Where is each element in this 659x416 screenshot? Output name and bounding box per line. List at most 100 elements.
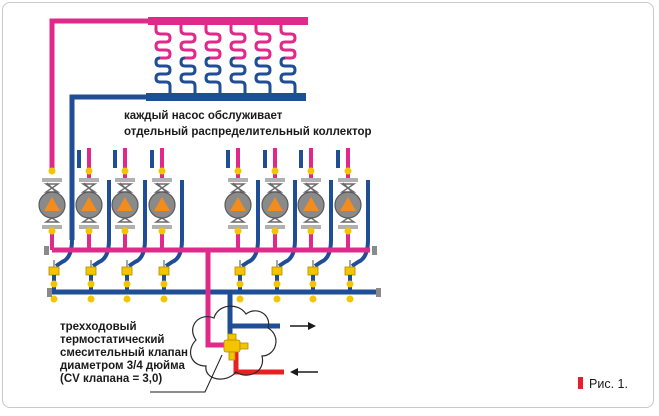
fitting: [309, 280, 317, 288]
fitting: [271, 227, 279, 235]
pump-stations: [38, 148, 370, 303]
pump-flange-top: [338, 178, 358, 182]
pump-flange-top: [152, 178, 172, 182]
return-cap-right: [376, 288, 381, 297]
return-loop: [179, 56, 197, 93]
balancing-valve: [307, 266, 319, 276]
pump-flange-top: [79, 178, 99, 182]
fitting: [307, 167, 315, 175]
valve-handle: [119, 182, 131, 194]
pump-impeller-icon: [267, 197, 283, 211]
valve-handle: [342, 182, 354, 194]
pump-flange-bottom: [152, 225, 172, 229]
fitting: [48, 227, 56, 235]
pump-note-line2: отдельный распределительный коллектор: [124, 126, 372, 138]
fitting: [271, 167, 279, 175]
fitting: [309, 295, 317, 303]
valve-note-line1: трехходовый: [60, 321, 137, 333]
branch-return-line: [54, 180, 74, 268]
balancing-valve: [271, 266, 283, 276]
pump-station: [75, 148, 111, 303]
pump-flange-bottom: [42, 225, 62, 229]
pump-station: [148, 148, 184, 303]
supply-cap-right: [372, 246, 377, 255]
pump-impeller-icon: [340, 197, 356, 211]
branch-return-line: [313, 180, 333, 268]
balancing-valve: [85, 266, 97, 276]
fitting: [121, 167, 129, 175]
manifold-supply-line: [49, 18, 148, 170]
valve-note-line5: (CV клапана = 3,0): [60, 373, 162, 385]
supply-loop: [154, 25, 172, 60]
pump-flange-bottom: [338, 225, 358, 229]
fitting: [234, 167, 242, 175]
mixing-valve: [223, 333, 249, 361]
fitting: [346, 280, 354, 288]
supply-cap-left: [44, 246, 49, 255]
valve-handle: [305, 182, 317, 194]
branch-return-line: [277, 180, 297, 268]
fitting: [160, 280, 168, 288]
fitting: [234, 227, 242, 235]
return-drop: [227, 292, 236, 341]
fitting: [346, 295, 354, 303]
fitting: [123, 295, 131, 303]
supply-loop: [254, 25, 272, 60]
fitting: [87, 280, 95, 288]
supply-loop: [229, 25, 247, 60]
pump-flange-top: [228, 178, 248, 182]
pump-note-line1: каждый насос обслуживает: [124, 110, 283, 122]
pump-station: [224, 148, 260, 303]
pump-flange-top: [301, 178, 321, 182]
valve-note-line4: диаметром 3/4 дюйма: [60, 360, 185, 372]
fitting: [85, 227, 93, 235]
supply-header: [148, 17, 308, 25]
fitting: [121, 227, 129, 235]
balancing-valve: [48, 266, 60, 276]
pump-flange-bottom: [265, 225, 285, 229]
figure-caption: Рис. 1.: [589, 377, 628, 391]
pump-impeller-icon: [44, 197, 60, 211]
fitting: [50, 280, 58, 288]
fitting: [87, 295, 95, 303]
valve-handle: [156, 182, 168, 194]
mixed-supply-drop: [205, 250, 226, 348]
pump-impeller-icon: [154, 197, 170, 211]
fitting: [158, 167, 166, 175]
fitting: [273, 295, 281, 303]
supply-loop: [279, 25, 297, 60]
pump-flange-top: [265, 178, 285, 182]
valve-handle: [232, 182, 244, 194]
pump-impeller-icon: [230, 197, 246, 211]
valve-leader-line: [150, 354, 223, 393]
valve-note-line2: термостатический: [60, 334, 164, 346]
pump-flange-top: [115, 178, 135, 182]
valve-handle: [269, 182, 281, 194]
supply-loop: [179, 25, 197, 60]
pump-impeller-icon: [303, 197, 319, 211]
pump-flange-bottom: [115, 225, 135, 229]
inflow-arrow: [290, 368, 318, 376]
pump-impeller-icon: [117, 197, 133, 211]
branch-return-line: [127, 180, 147, 268]
pump-station: [261, 148, 297, 303]
pump-impeller-icon: [81, 197, 97, 211]
valve-note-line3: смесительный клапан: [60, 347, 188, 359]
fitting: [273, 280, 281, 288]
branch-return-line: [240, 180, 260, 268]
fitting: [50, 295, 58, 303]
branch-return-line: [350, 180, 370, 268]
caption-marker: [578, 377, 583, 389]
return-loop: [279, 56, 297, 93]
fitting: [123, 280, 131, 288]
pump-station: [111, 148, 147, 303]
pump-flange-bottom: [228, 225, 248, 229]
pump-station: [334, 148, 370, 303]
valve-highlight-cloud: [189, 305, 277, 380]
valve-handle: [83, 182, 95, 194]
pump-station: [297, 148, 333, 303]
distribution-manifold: [146, 17, 308, 101]
return-loop: [229, 56, 247, 93]
return-loop: [204, 56, 222, 93]
return-loop: [154, 56, 172, 93]
